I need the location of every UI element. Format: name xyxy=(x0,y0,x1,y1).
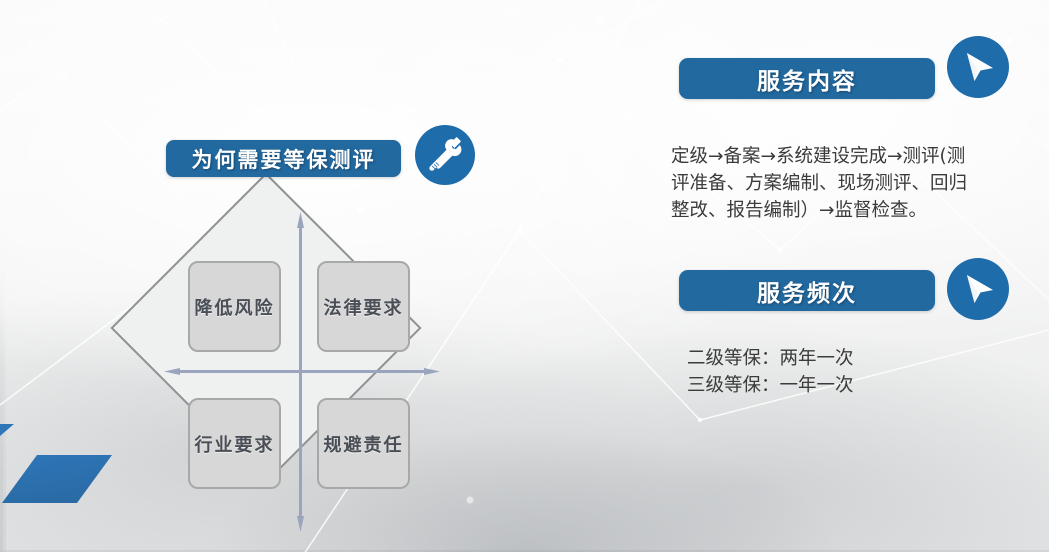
blue-parallelogram-shape xyxy=(2,455,112,503)
quadrant-label: 行业要求 xyxy=(194,434,275,456)
frequency-line: 二级等保：两年一次 xyxy=(687,348,854,369)
service-frequency-heading: 服务频次 xyxy=(757,280,857,307)
service-frequency-list: 二级等保：两年一次 三级等保：一年一次 xyxy=(687,345,854,399)
quadrant-label: 法律要求 xyxy=(323,297,404,319)
quadrant-box-top-left[interactable]: 降低风险 xyxy=(188,261,281,352)
service-content-heading: 服务内容 xyxy=(757,68,857,95)
cursor-arrow-icon xyxy=(947,36,1009,98)
left-title-banner: 为何需要等保测评 xyxy=(166,140,401,177)
frequency-line: 三级等保：一年一次 xyxy=(687,375,854,396)
quadrant-box-top-right[interactable]: 法律要求 xyxy=(317,261,410,352)
quadrant-box-bottom-left[interactable]: 行业要求 xyxy=(188,398,281,489)
left-title-text: 为何需要等保测评 xyxy=(191,147,376,172)
double-headed-arrow-vertical xyxy=(297,212,304,532)
service-frequency-banner: 服务频次 xyxy=(679,270,935,311)
blue-triangle-shape xyxy=(0,424,14,436)
service-content-body: 定级→备案→系统建设完成→测评(测评准备、方案编制、现场测评、回归整改、报告编制… xyxy=(671,146,968,221)
cursor-arrow-icon xyxy=(947,258,1009,320)
quadrant-label: 降低风险 xyxy=(194,297,275,319)
wrench-screwdriver-icon xyxy=(415,125,475,185)
service-content-banner: 服务内容 xyxy=(679,58,935,99)
quadrant-box-bottom-right[interactable]: 规避责任 xyxy=(317,398,410,489)
quadrant-label: 规避责任 xyxy=(323,434,404,456)
